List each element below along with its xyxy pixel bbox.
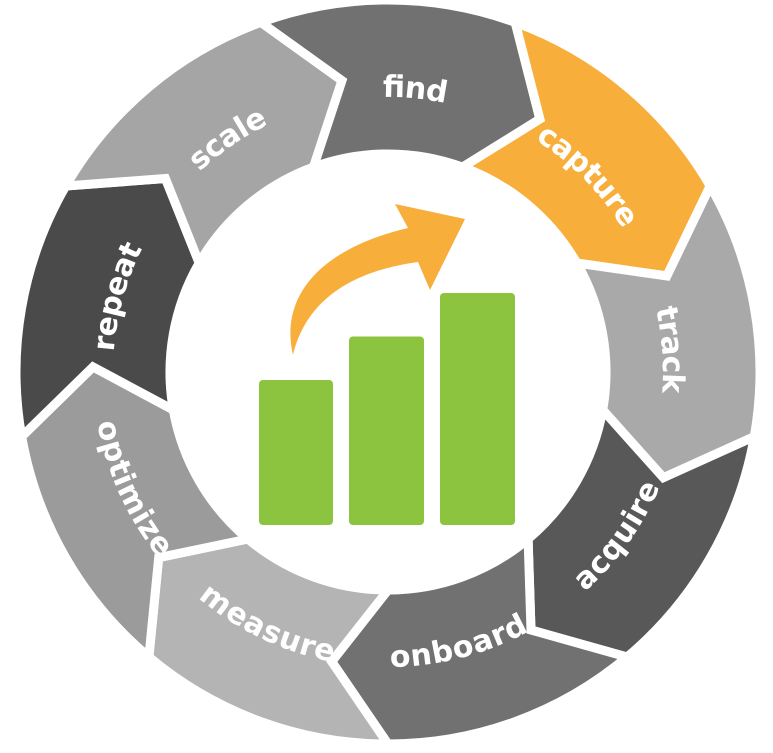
growth-bar-medium	[349, 336, 424, 525]
segment-label-find: find	[382, 70, 450, 111]
segment-label-track: track	[648, 303, 690, 395]
growth-arrow-icon	[290, 204, 465, 355]
growth-bar-small	[259, 380, 333, 525]
growth-bar-large	[440, 293, 515, 525]
growth-chart-icon	[259, 204, 515, 525]
